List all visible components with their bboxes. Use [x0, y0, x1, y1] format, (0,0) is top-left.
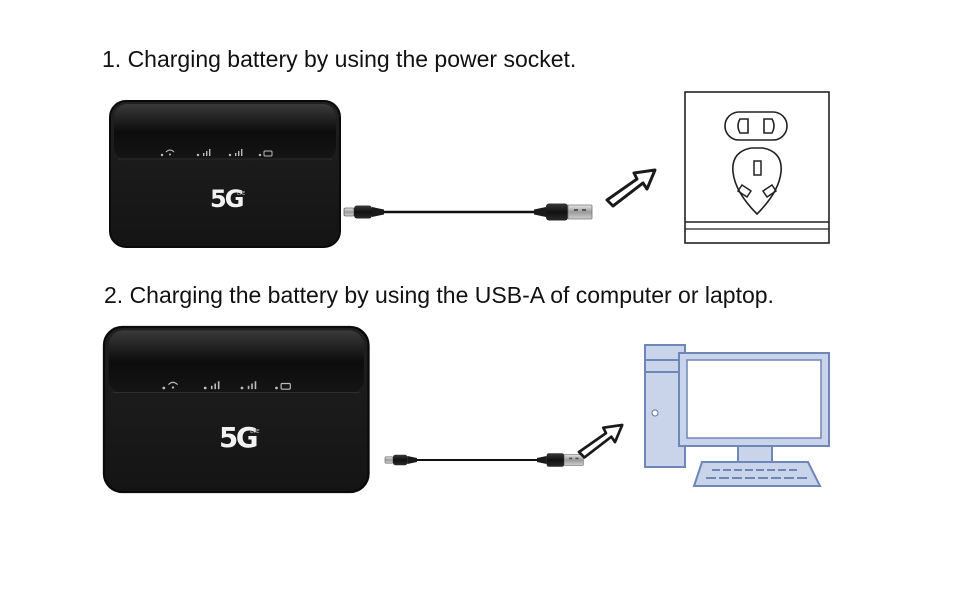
usb-cable — [342, 202, 594, 222]
step-2-diagram — [102, 325, 830, 494]
router-device — [102, 325, 370, 494]
usb-cable — [384, 452, 585, 468]
step-1-diagram — [109, 91, 830, 248]
power-socket-icon — [684, 91, 830, 244]
computer-icon — [644, 344, 830, 487]
arrow-icon — [577, 423, 624, 459]
step-1-title: 1. Charging battery by using the power s… — [102, 46, 577, 72]
step-2-title: 2. Charging the battery by using the USB… — [104, 282, 774, 308]
router-device — [109, 100, 341, 248]
arrow-icon — [605, 168, 657, 208]
